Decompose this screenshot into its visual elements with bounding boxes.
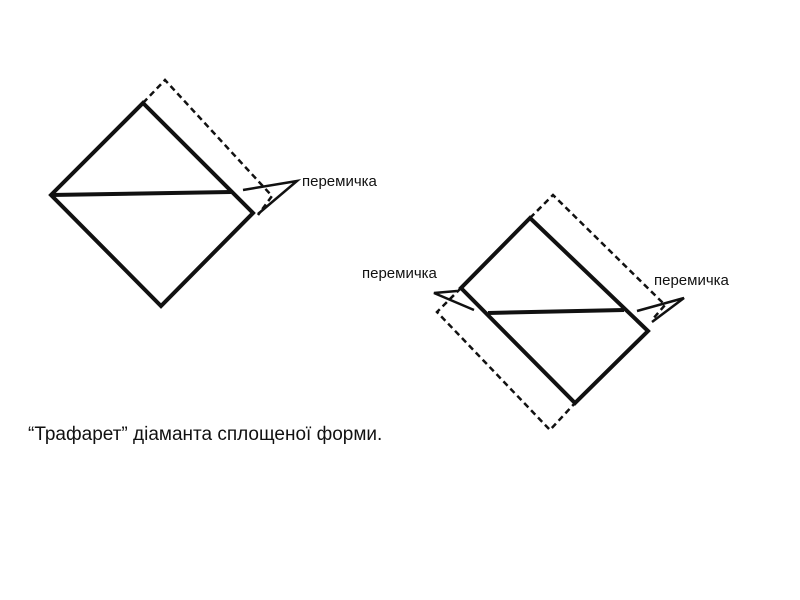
label-right-figure-left: перемичка bbox=[362, 265, 437, 282]
left-figure bbox=[48, 78, 302, 309]
left-dashed-flap bbox=[142, 78, 274, 216]
right-figure bbox=[433, 193, 685, 432]
right-dashed-flap-bottom bbox=[435, 287, 576, 432]
left-pointer bbox=[242, 179, 302, 215]
right-pointer-left bbox=[433, 289, 475, 312]
right-diagonal bbox=[487, 308, 625, 315]
right-pointer-right bbox=[636, 296, 685, 323]
right-dashed-flap-top bbox=[529, 193, 667, 321]
left-diagonal bbox=[50, 190, 232, 197]
label-right-figure-right: перемичка bbox=[654, 272, 729, 289]
label-left-figure: перемичка bbox=[302, 173, 377, 190]
left-diamond bbox=[48, 100, 256, 309]
caption: “Трафарет” діаманта сплощеної форми. bbox=[28, 424, 383, 445]
